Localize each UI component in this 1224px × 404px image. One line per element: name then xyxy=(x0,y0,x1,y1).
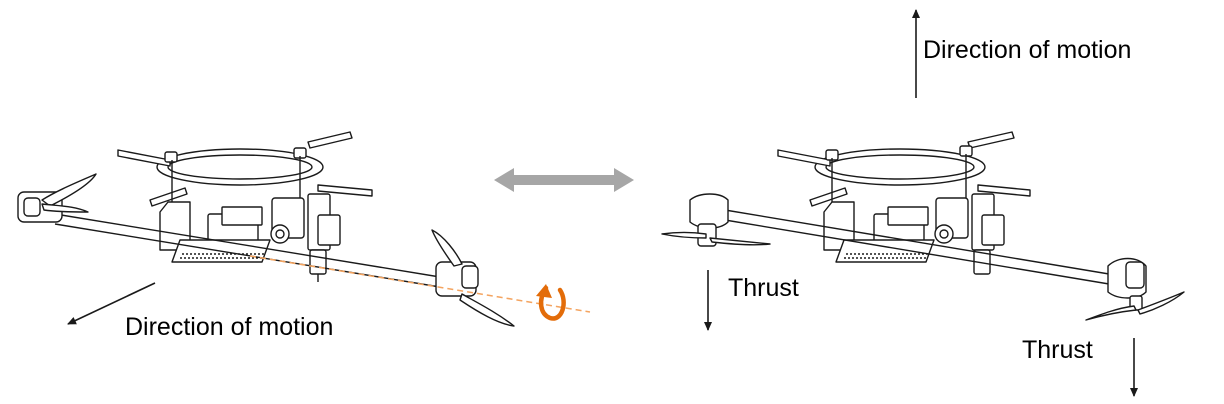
rotation-axis-line xyxy=(249,255,591,313)
left-drone-right-motor-pod xyxy=(431,229,515,327)
drone-left-configuration xyxy=(17,131,515,327)
left-central-body xyxy=(159,193,341,282)
transition-double-arrow-icon xyxy=(494,168,634,192)
right-arm xyxy=(724,209,1116,286)
right-direction-of-motion-label: Direction of motion xyxy=(923,36,1132,64)
left-motion-arrow xyxy=(67,282,156,325)
right-ring-guard xyxy=(777,131,1031,210)
left-arm xyxy=(54,213,441,288)
right-drone-left-motor-pod xyxy=(661,193,771,247)
left-motor-pod xyxy=(17,173,97,223)
right-drone-right-motor-pod xyxy=(1085,257,1185,321)
left-ring-guard xyxy=(117,131,373,210)
rotation-indicator-icon xyxy=(536,284,566,321)
right-central-body xyxy=(823,193,1005,275)
thrust-label-left: Thrust xyxy=(728,274,799,302)
thrust-label-right: Thrust xyxy=(1022,336,1093,364)
drone-right-configuration xyxy=(661,131,1185,321)
left-direction-of-motion-label: Direction of motion xyxy=(125,313,334,341)
